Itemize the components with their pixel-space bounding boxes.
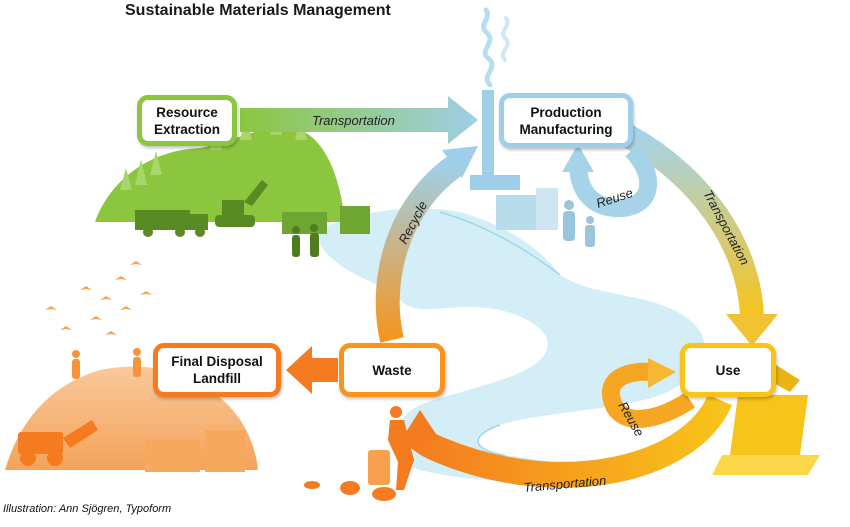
landfill-workers-icon (72, 348, 141, 379)
node-resource-line-2: Extraction (153, 121, 221, 137)
node-production-line-2: Manufacturing (519, 121, 613, 137)
arrow-extraction-to-production (240, 96, 478, 144)
factory-building-icon-2 (536, 188, 558, 230)
forest-hill (95, 127, 345, 222)
arrowhead-recycle (442, 146, 478, 178)
truck-icon (135, 210, 208, 237)
node-resource-extraction: Resource Extraction (137, 95, 237, 146)
node-final-line-2: Landfill (193, 371, 241, 386)
people-icon (563, 200, 595, 247)
workers-icon (292, 224, 319, 257)
smoke-icon (481, 7, 495, 88)
illustration-credit: Illustration: Ann Sjögren, Typoform (3, 503, 172, 515)
arrow-waste-to-landfill (286, 346, 338, 394)
arrow-reuse-production (569, 143, 658, 218)
label-transportation-bottom: Transportation (523, 473, 607, 495)
arrow-recycle (375, 155, 464, 343)
node-production-manufacturing: Production Manufacturing (499, 93, 633, 148)
landfill-buildings-icon (145, 430, 245, 472)
arrow-production-to-use (620, 124, 764, 319)
trash-bags-icon (304, 481, 396, 501)
node-waste-label: Waste (372, 362, 412, 378)
arrowhead-production-to-use (726, 314, 778, 346)
arrowhead-reuse-production (562, 144, 594, 172)
node-production-line-1: Production (530, 104, 602, 120)
excavator-icon (215, 180, 268, 227)
river-edge (439, 211, 561, 456)
factory-icon (470, 90, 520, 190)
arrowhead-use-to-waste (398, 410, 440, 445)
arrowhead-reuse-use (648, 358, 676, 388)
smoke-icon-2 (500, 16, 510, 62)
arrow-reuse-use (601, 362, 695, 428)
node-resource-line-1: Resource (156, 104, 218, 120)
node-final-line-1: Final Disposal (171, 354, 263, 369)
birds-icon (45, 261, 152, 335)
node-use-label: Use (715, 362, 741, 378)
label-transportation-top: Transportation (312, 113, 395, 128)
bulldozer-icon (18, 420, 98, 466)
node-final-disposal-landfill: Final Disposal Landfill (153, 343, 281, 397)
river-shape (319, 208, 705, 482)
page-title: Sustainable Materials Management (125, 2, 391, 19)
node-waste: Waste (339, 343, 445, 397)
node-use: Use (680, 343, 776, 397)
factory-building-icon (496, 195, 536, 230)
